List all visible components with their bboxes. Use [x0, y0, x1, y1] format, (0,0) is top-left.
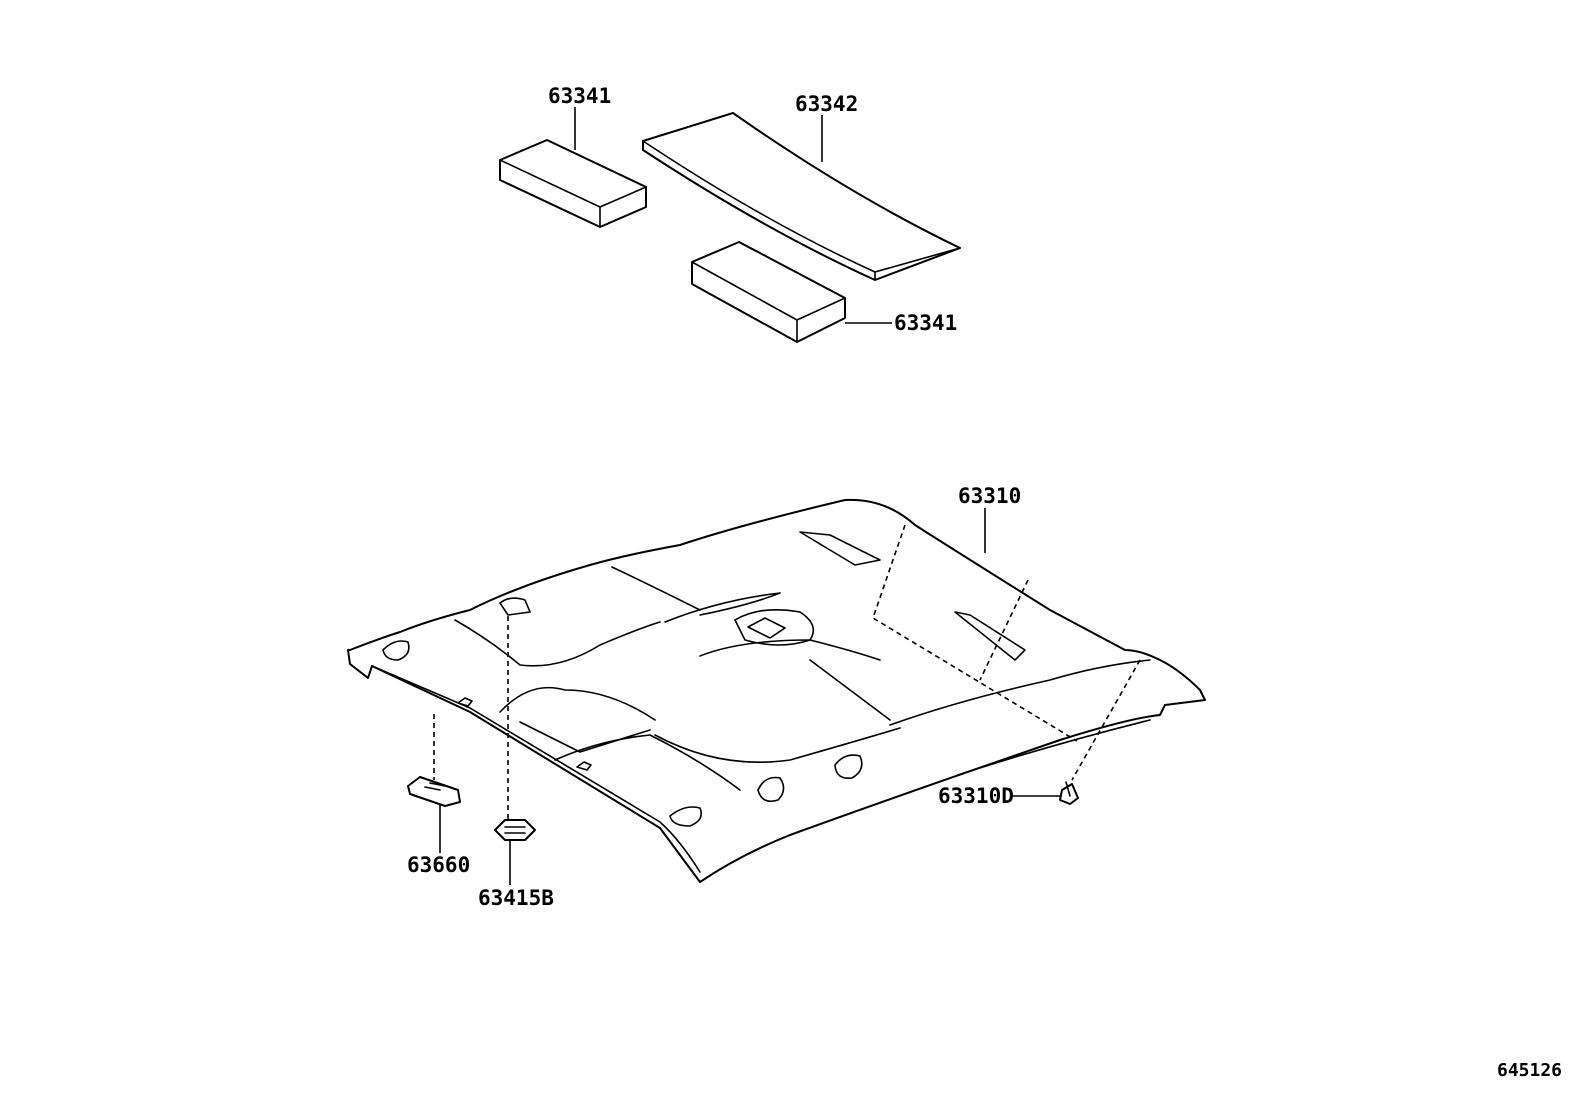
label-pad-63342: 63342	[795, 92, 858, 116]
label-cover-63415B: 63415B	[478, 886, 554, 910]
holder-63660[interactable]	[407, 776, 461, 807]
cover-63415B[interactable]	[494, 819, 536, 841]
label-holder-63660: 63660	[407, 853, 470, 877]
pad-63341-upper[interactable]	[499, 139, 647, 228]
headliner-63310[interactable]	[347, 498, 1206, 883]
install-line-clip	[1071, 659, 1141, 781]
install-line-visor	[979, 579, 1029, 681]
label-headliner-63310: 63310	[958, 484, 1021, 508]
label-pad-63341-lower: 63341	[894, 311, 957, 335]
label-clip-63310D: 63310D	[938, 784, 1014, 808]
pad-63341-lower[interactable]	[691, 241, 846, 343]
illustration-number: 645126	[1497, 1060, 1562, 1081]
label-pad-63341-upper: 63341	[548, 84, 611, 108]
pad-63342[interactable]	[642, 112, 961, 281]
clip-63310D[interactable]	[1059, 781, 1079, 805]
